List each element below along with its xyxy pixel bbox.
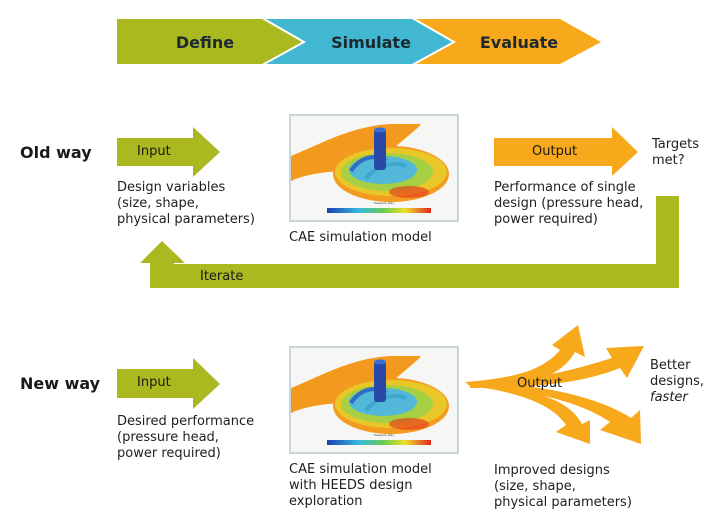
iterate-loop-arrow xyxy=(140,196,679,288)
phase-define-label: Define xyxy=(175,33,235,52)
old-output-arrow-label: Output xyxy=(532,144,578,159)
new-input-arrow xyxy=(117,358,220,409)
old-sim-image: Pressure (Pa) xyxy=(289,114,459,222)
phase-evaluate-label: Evaluate xyxy=(479,33,559,52)
phase-evaluate-shape xyxy=(416,19,601,64)
new-sim-image: Pressure (Pa) xyxy=(289,346,459,454)
legend-title: Pressure (Pa) xyxy=(374,433,394,437)
new-output-caption: Improved designs (size, shape, physical … xyxy=(494,463,632,510)
old-output-arrow xyxy=(494,127,638,176)
new-output-fan-label: Output xyxy=(517,376,563,391)
better-designs-text: Better designs, faster xyxy=(650,358,705,405)
new-way-label: New way xyxy=(20,374,101,393)
pump-pressure-contour-icon: Pressure (Pa) xyxy=(291,124,449,213)
phase-define-shape xyxy=(117,19,302,64)
old-input-caption: Design variables (size, shape, physical … xyxy=(117,180,255,227)
new-input-arrow-label: Input xyxy=(137,375,171,390)
old-input-arrow-label: Input xyxy=(137,144,171,159)
old-output-caption: Performance of single design (pressure h… xyxy=(494,180,644,227)
old-way-label: Old way xyxy=(20,143,92,162)
old-input-arrow xyxy=(117,127,220,177)
legend-title: Pressure (Pa) xyxy=(374,201,394,205)
pump-pressure-contour-icon: Pressure (Pa) xyxy=(291,356,449,445)
targets-met-question: Targets met? xyxy=(652,137,699,168)
iterate-label: Iterate xyxy=(200,269,244,284)
old-sim-caption: CAE simulation model xyxy=(289,230,432,245)
phase-simulate-label: Simulate xyxy=(331,33,411,52)
phase-simulate-shape xyxy=(266,19,452,64)
new-sim-caption: CAE simulation model with HEEDS design e… xyxy=(289,462,432,509)
new-output-fan-arrows xyxy=(465,325,644,444)
new-input-caption: Desired performance (pressure head, powe… xyxy=(117,414,255,461)
